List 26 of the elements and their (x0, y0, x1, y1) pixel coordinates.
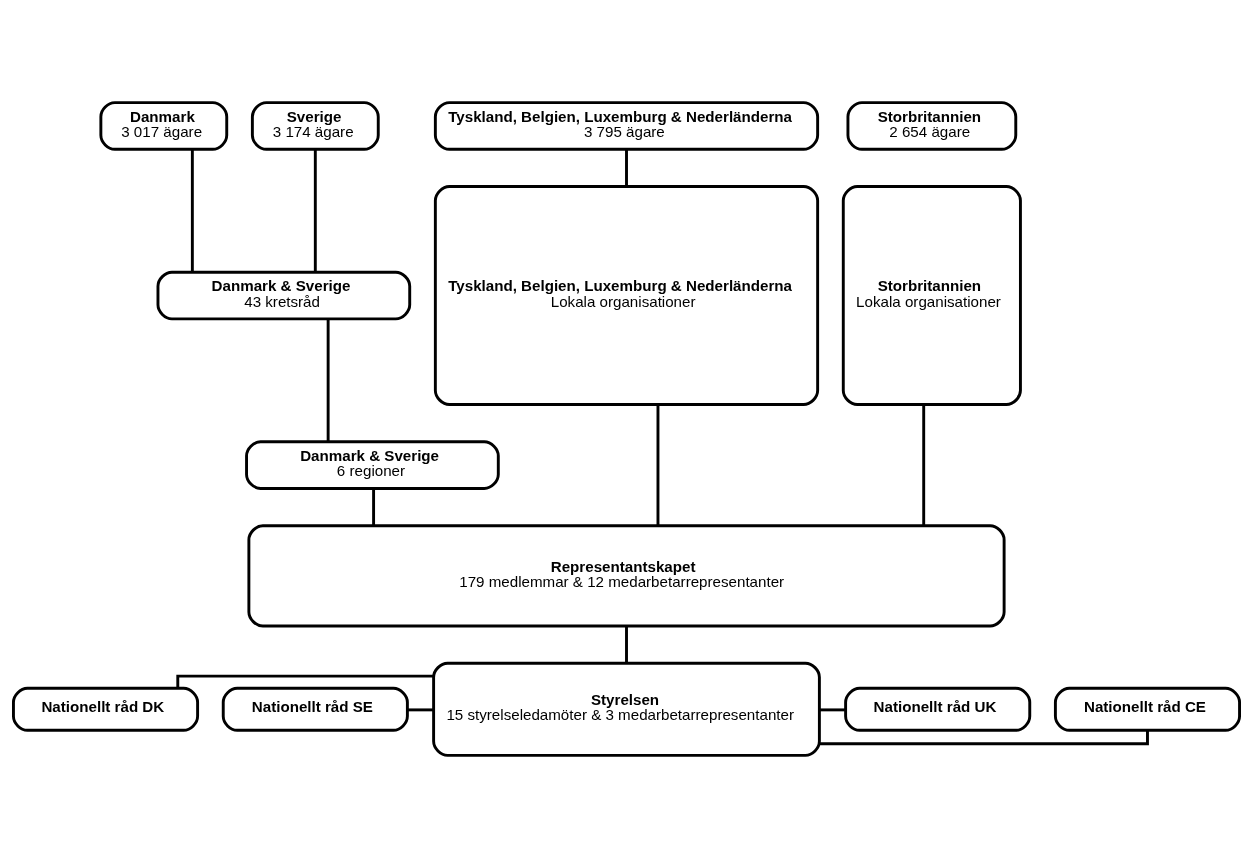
connector (407, 708, 434, 712)
connector (190, 149, 194, 273)
node-box: Danmark 3 017 ägare (99, 101, 229, 151)
node-box: Danmark & Sverige 43 kretsråd (156, 270, 412, 321)
node-box: Nationellt råd CE (1053, 686, 1241, 732)
node-box: Styrelsen 15 styrelseledamöter & 3 medarbetarrepresentanter (432, 661, 821, 757)
connector (625, 149, 628, 187)
connector (625, 626, 628, 664)
node-box: Tyskland, Belgien, Luxemburg & Nederländerna Lokala organisationer (433, 185, 820, 406)
node-box: Danmark & Sverige 6 regioner (245, 440, 500, 490)
connector (372, 488, 376, 526)
node-box: Storbritannien 2 654 ägare (846, 101, 1018, 151)
node-box: Storbritannien Lokala organisationer (841, 185, 1022, 406)
connector (819, 708, 846, 712)
connector (656, 404, 660, 526)
node-box: Nationellt råd UK (844, 686, 1032, 732)
connector (313, 149, 317, 273)
connector (922, 404, 926, 526)
node-box: Tyskland, Belgien, Luxemburg & Nederländerna 3 795 ägare (433, 101, 820, 151)
node-box: Nationellt råd DK (12, 686, 200, 732)
connector (176, 674, 434, 689)
connector (819, 730, 1149, 746)
connector (326, 319, 330, 442)
node-box: Nationellt råd SE (221, 686, 409, 732)
node-box: Representantskapet 179 medlemmar & 12 medarbetarrepresentanter (247, 524, 1006, 628)
node-box: Sverige 3 174 ägare (250, 101, 380, 151)
